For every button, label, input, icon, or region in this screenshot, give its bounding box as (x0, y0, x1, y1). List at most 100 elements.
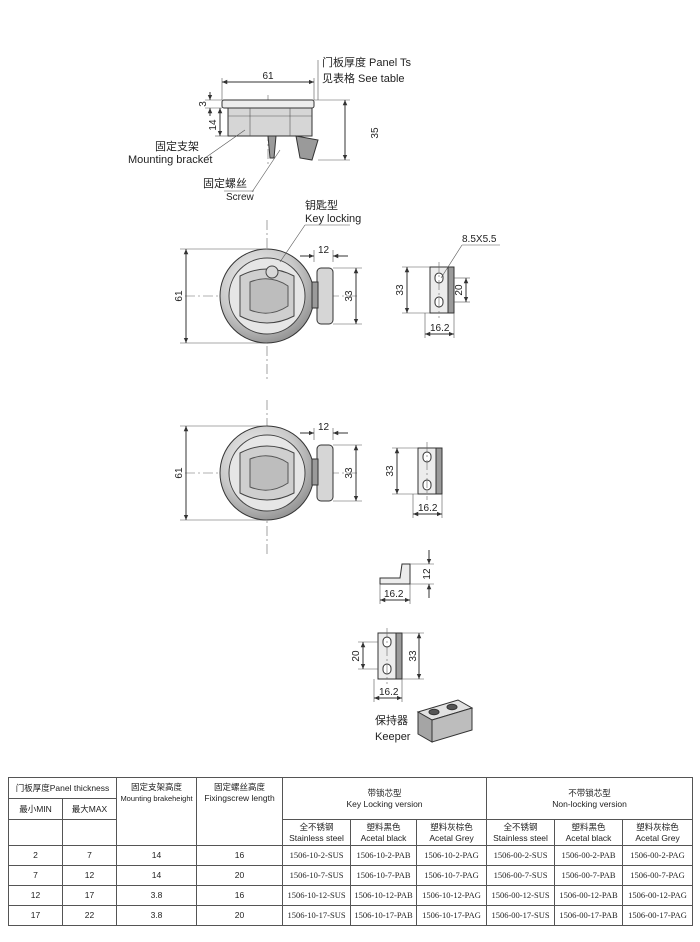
side-view: 61 3 14 35 门板厚度 Panel Ts 见表格 See table 固… (128, 55, 412, 203)
cell-nolock-ss: 1506-00-7-SUS (486, 865, 556, 886)
cell-bracket: 14 (116, 865, 198, 886)
technical-drawing: 61 3 14 35 门板厚度 Panel Ts 见表格 See table 固… (128, 55, 500, 743)
panel-note: 门板厚度 Panel Ts (322, 55, 412, 69)
th-screw: 固定螺丝高度 Fixingscrew length (196, 777, 284, 846)
cell-nolock-ab: 1506-00-2-PAB (554, 845, 624, 866)
th-nolock-ss-cn: 全不锈钢 (503, 821, 538, 832)
keeper-lock-height: 33 (395, 284, 406, 296)
cell-bracket: 14 (116, 845, 198, 866)
th-nolock-ag-en: Acetal Grey (635, 832, 680, 843)
cell-max: 17 (61, 885, 118, 906)
keeper-lock-width: 16.2 (430, 323, 450, 334)
header-row-1: 门板厚度Panel thickness 固定支架高度 Mounting brak… (7, 777, 694, 846)
cell-max: 7 (61, 845, 118, 866)
panel-note-2: 见表格 See table (322, 71, 405, 85)
bracket-label-en: Mounting bracket (128, 154, 212, 166)
th-screw-cn: 固定螺丝高度 (214, 782, 266, 792)
cell-min: 17 (8, 905, 63, 926)
th-nolock-en: Non-locking version (552, 798, 627, 809)
key-locking-view: 61 12 33 钥匙型 Key locking (174, 198, 362, 380)
cell-nolock-ag: 1506-00-17-PAG (622, 905, 694, 926)
th-empty-max (61, 819, 118, 846)
cell-nolock-ss: 1506-00-12-SUS (486, 885, 556, 906)
cell-nolock-ab: 1506-00-7-PAB (554, 865, 624, 886)
cell-lock-ab: 1506-10-12-PAB (350, 885, 418, 906)
keeper-front-height: 33 (408, 650, 419, 662)
bracket-label-cn: 固定支架 (155, 139, 199, 153)
cell-nolock-ab: 1506-00-17-PAB (554, 905, 624, 926)
th-lock: 带锁芯型 Key Locking version (282, 777, 488, 820)
th-nolock: 不带锁芯型 Non-locking version (486, 777, 694, 820)
cell-lock-ss: 1506-10-12-SUS (282, 885, 352, 906)
cell-bracket: 3.8 (116, 905, 198, 926)
th-lock-cn: 带锁芯型 (367, 787, 402, 798)
th-lock-ab-cn: 塑料黑色 (366, 821, 401, 832)
keeper-front-hole: 20 (351, 650, 362, 662)
non-locking-view: 61 12 33 (174, 400, 362, 555)
screw-label-en: Screw (226, 192, 255, 203)
cell-lock-ab: 1506-10-17-PAB (350, 905, 418, 926)
keeper-side-view: 12 16.2 (379, 550, 434, 604)
cell-screw: 16 (196, 845, 284, 866)
keeper-view-nonlocking: 33 16.2 (385, 442, 443, 518)
nolock-dim-offset: 12 (318, 422, 330, 433)
th-nolock-ab-cn: 塑料黑色 (571, 821, 606, 832)
cell-nolock-ss: 1506-00-17-SUS (486, 905, 556, 926)
th-lock-ag-en: Acetal Grey (429, 832, 474, 843)
lock-dim-diameter: 61 (174, 290, 185, 302)
th-nolock-ab-en: Acetal black (565, 832, 612, 843)
cell-lock-ss: 1506-10-2-SUS (282, 845, 352, 866)
dim-thickness: 3 (198, 101, 209, 107)
table-row: 17 22 3.8 20 1506-10-17-SUS 1506-10-17-P… (8, 905, 694, 926)
th-min: 最小MIN (8, 798, 63, 820)
nolock-dim-height: 33 (344, 467, 355, 479)
th-nolock-ag-cn: 塑料灰棕色 (636, 821, 679, 832)
th-screw-en: Fixingscrew length (204, 793, 275, 803)
dim-width: 61 (262, 71, 274, 82)
spec-table: 门板厚度Panel thickness 固定支架高度 Mounting brak… (7, 777, 694, 926)
table-row: 7 12 14 20 1506-10-7-SUS 1506-10-7-PAB 1… (8, 865, 694, 886)
keeper-front-view: 20 33 16.2 (351, 628, 424, 702)
table-row: 2 7 14 16 1506-10-2-SUS 1506-10-2-PAB 15… (8, 845, 694, 866)
cell-lock-ab: 1506-10-7-PAB (350, 865, 418, 886)
cell-screw: 20 (196, 905, 284, 926)
th-bracket-en: Mounting brakeheight (120, 794, 193, 803)
th-lock-ss-cn: 全不锈钢 (299, 821, 334, 832)
key-locking-en: Key locking (305, 213, 361, 225)
keeper-side-width: 16.2 (384, 589, 404, 600)
cell-screw: 20 (196, 865, 284, 886)
th-lock-en: Key Locking version (346, 798, 423, 809)
cell-lock-ag: 1506-10-7-PAG (416, 865, 488, 886)
cell-min: 12 (8, 885, 63, 906)
cell-lock-ab: 1506-10-2-PAB (350, 845, 418, 866)
key-locking-cn: 钥匙型 (305, 198, 338, 212)
th-nolock-ss-en: Stainless steel (493, 832, 548, 843)
cell-nolock-ag: 1506-00-12-PAG (622, 885, 694, 906)
dim-height: 35 (370, 127, 381, 139)
nolock-dim-diameter: 61 (174, 467, 185, 479)
cell-bracket: 3.8 (116, 885, 198, 906)
keeper-nolock-height: 33 (385, 465, 396, 477)
th-bracket: 固定支架高度 Mounting brakeheight (116, 777, 198, 846)
lock-dim-offset: 12 (318, 245, 330, 256)
cell-lock-ag: 1506-10-12-PAG (416, 885, 488, 906)
cell-screw: 16 (196, 885, 284, 906)
keeper-nolock-width: 16.2 (418, 503, 438, 514)
keeper-view-locking: 33 20 16.2 8.5X5.5 (395, 234, 500, 338)
th-lock-ss-en: Stainless steel (289, 832, 344, 843)
cell-lock-ag: 1506-10-2-PAG (416, 845, 488, 866)
keeper-lock-hole: 20 (454, 284, 465, 296)
cell-nolock-ss: 1506-00-2-SUS (486, 845, 556, 866)
cell-min: 2 (8, 845, 63, 866)
cell-lock-ss: 1506-10-7-SUS (282, 865, 352, 886)
th-lock-ab-en: Acetal black (360, 832, 407, 843)
cell-max: 12 (61, 865, 118, 886)
th-empty-min (8, 819, 63, 846)
